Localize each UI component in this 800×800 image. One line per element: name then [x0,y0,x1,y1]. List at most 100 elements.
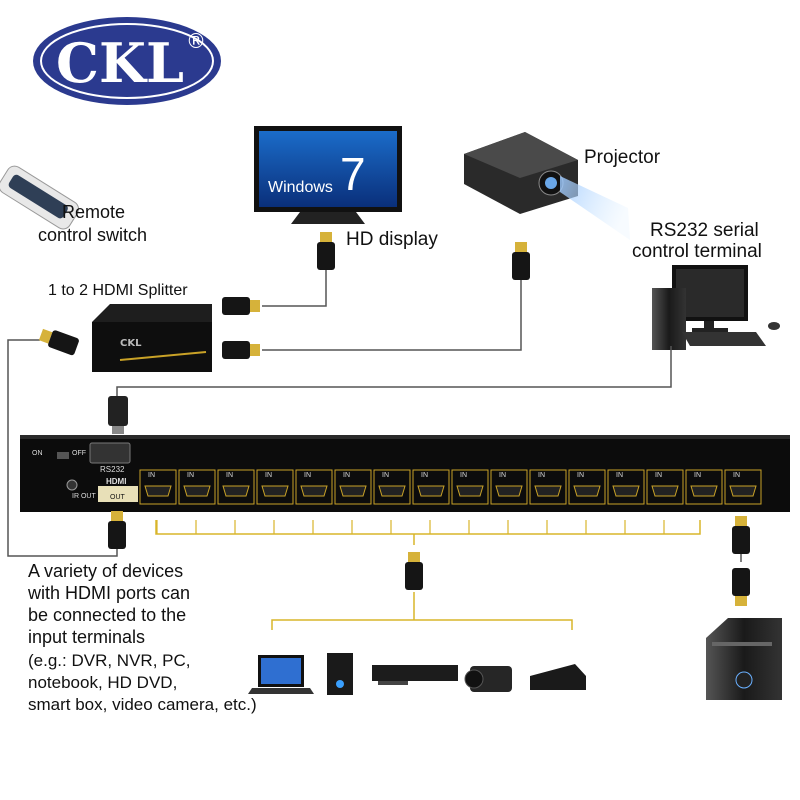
hdmi-plug-icon [732,568,750,606]
hdmi-input-port-frame [217,469,255,505]
dvd-player-icon [372,665,458,685]
power-on-label: ON [32,450,43,457]
hdmi-input-port [573,485,601,497]
hdmi-input-port-label: IN [694,472,701,479]
hdmi-input-port-frame [646,469,684,505]
splitter-label: 1 to 2 HDMI Splitter [48,282,188,299]
hdmi-input-port [378,485,406,497]
video-camera-icon [464,666,512,692]
hdmi-input-port [300,485,328,497]
hdmi-input-port-frame [373,469,411,505]
hdmi-input-port-frame [607,469,645,505]
hdmi-input-port-frame [139,469,177,505]
hdmi-plug-icon [317,232,335,270]
wires [7,270,742,630]
hdmi-input-port-frame [412,469,450,505]
input-wire-ticks [156,520,665,534]
hdmi-plug-icon [732,516,750,554]
hdmi-input-port [456,485,484,497]
hdmi-input-port-label: IN [616,472,623,479]
remote-control-icon [0,165,80,230]
tv-display-icon: Windows 7 [254,126,402,224]
rs232-plug-icon [108,396,128,434]
hdmi-input-port-label: IN [733,472,740,479]
hdmi-input-port-frame [685,469,723,505]
hdmi-input-port-frame [568,469,606,505]
devices-note-line4: input terminals [28,627,146,647]
hdmi-input-port-label: IN [382,472,389,479]
svg-text:CKL: CKL [120,338,142,349]
devices-note-line1: A variety of devices [28,561,184,581]
devices-note-line6: notebook, HD DVD, [28,673,178,692]
tv-screen-version: 7 [340,148,366,200]
hdmi-matrix-switch-unit [20,435,790,512]
hdmi-input-port [495,485,523,497]
hdmi-input-port [183,485,211,497]
desktop-computer-icon [652,265,780,350]
hdmi-out-label-2: OUT [110,494,125,501]
hdmi-plug-icon [512,242,530,280]
hdmi-input-port-frame [334,469,372,505]
hdmi-input-port-label: IN [265,472,272,479]
hdmi-input-port [417,485,445,497]
devices-note-line2: with HDMI ports can [28,583,191,603]
hd-display-label: HD display [346,229,438,250]
hdmi-input-port [729,485,757,497]
dvr-box-icon [530,664,586,690]
hdmi-input-port [534,485,562,497]
hdmi-input-port-frame [451,469,489,505]
hdmi-input-ports [139,469,762,505]
logo-text: CKL [56,31,184,95]
hdmi-input-port [339,485,367,497]
hdmi-input-port-label: IN [304,472,311,479]
hdmi-input-port-label: IN [538,472,545,479]
projector-label: Projector [584,147,661,168]
devices-note-line3: be connected to the [28,605,187,625]
hdmi-plugs [38,232,750,606]
hdmi-plug-icon [222,341,260,359]
hdmi-plug-icon [222,297,260,315]
ir-out-label: IR OUT [72,493,96,500]
hdmi-input-port-frame [529,469,567,505]
brand-logo: CKL ® [30,14,225,108]
hdmi-splitter-icon: CKL [92,304,212,372]
devices-note-line7: smart box, video camera, etc.) [28,695,257,714]
hdmi-input-port-frame [490,469,528,505]
hdmi-plug-icon [108,511,126,549]
hdmi-input-port-label: IN [187,472,194,479]
tv-screen-brand: Windows [268,179,333,196]
right-tower-pc-icon [706,618,782,700]
hdmi-input-port [651,485,679,497]
hdmi-input-port-label: IN [460,472,467,479]
hdmi-input-port [612,485,640,497]
registered-mark: ® [186,29,206,53]
rs232-terminal-label-line1: RS232 serial [650,220,759,241]
hdmi-input-port [690,485,718,497]
hdmi-input-port [261,485,289,497]
devices-note-line5: (e.g.: DVR, NVR, PC, [28,651,191,670]
remote-label-line1: Remote [62,202,126,222]
hdmi-input-port-frame [256,469,294,505]
hdmi-input-port-label: IN [577,472,584,479]
hdmi-input-port [144,485,172,497]
remote-label-line2: control switch [38,225,148,245]
hdmi-plug-icon [405,552,423,590]
hdmi-input-port-label: IN [148,472,155,479]
hdmi-input-port-frame [178,469,216,505]
hdmi-input-port [222,485,250,497]
hdmi-input-port-label: IN [655,472,662,479]
projector-icon [464,132,630,240]
hdmi-input-port-label: IN [226,472,233,479]
hdmi-input-port-frame [295,469,333,505]
hdmi-input-port-label: IN [499,472,506,479]
tower-pc-icon [327,653,353,695]
hdmi-input-port-frame [724,469,762,505]
power-off-label: OFF [72,450,86,457]
hdmi-plug-icon [38,328,79,356]
laptop-icon [248,655,314,694]
hdmi-out-label-1: HDMI [106,477,127,486]
rs232-port-label: RS232 [100,465,125,474]
hdmi-input-port-label: IN [343,472,350,479]
hdmi-input-port-label: IN [421,472,428,479]
